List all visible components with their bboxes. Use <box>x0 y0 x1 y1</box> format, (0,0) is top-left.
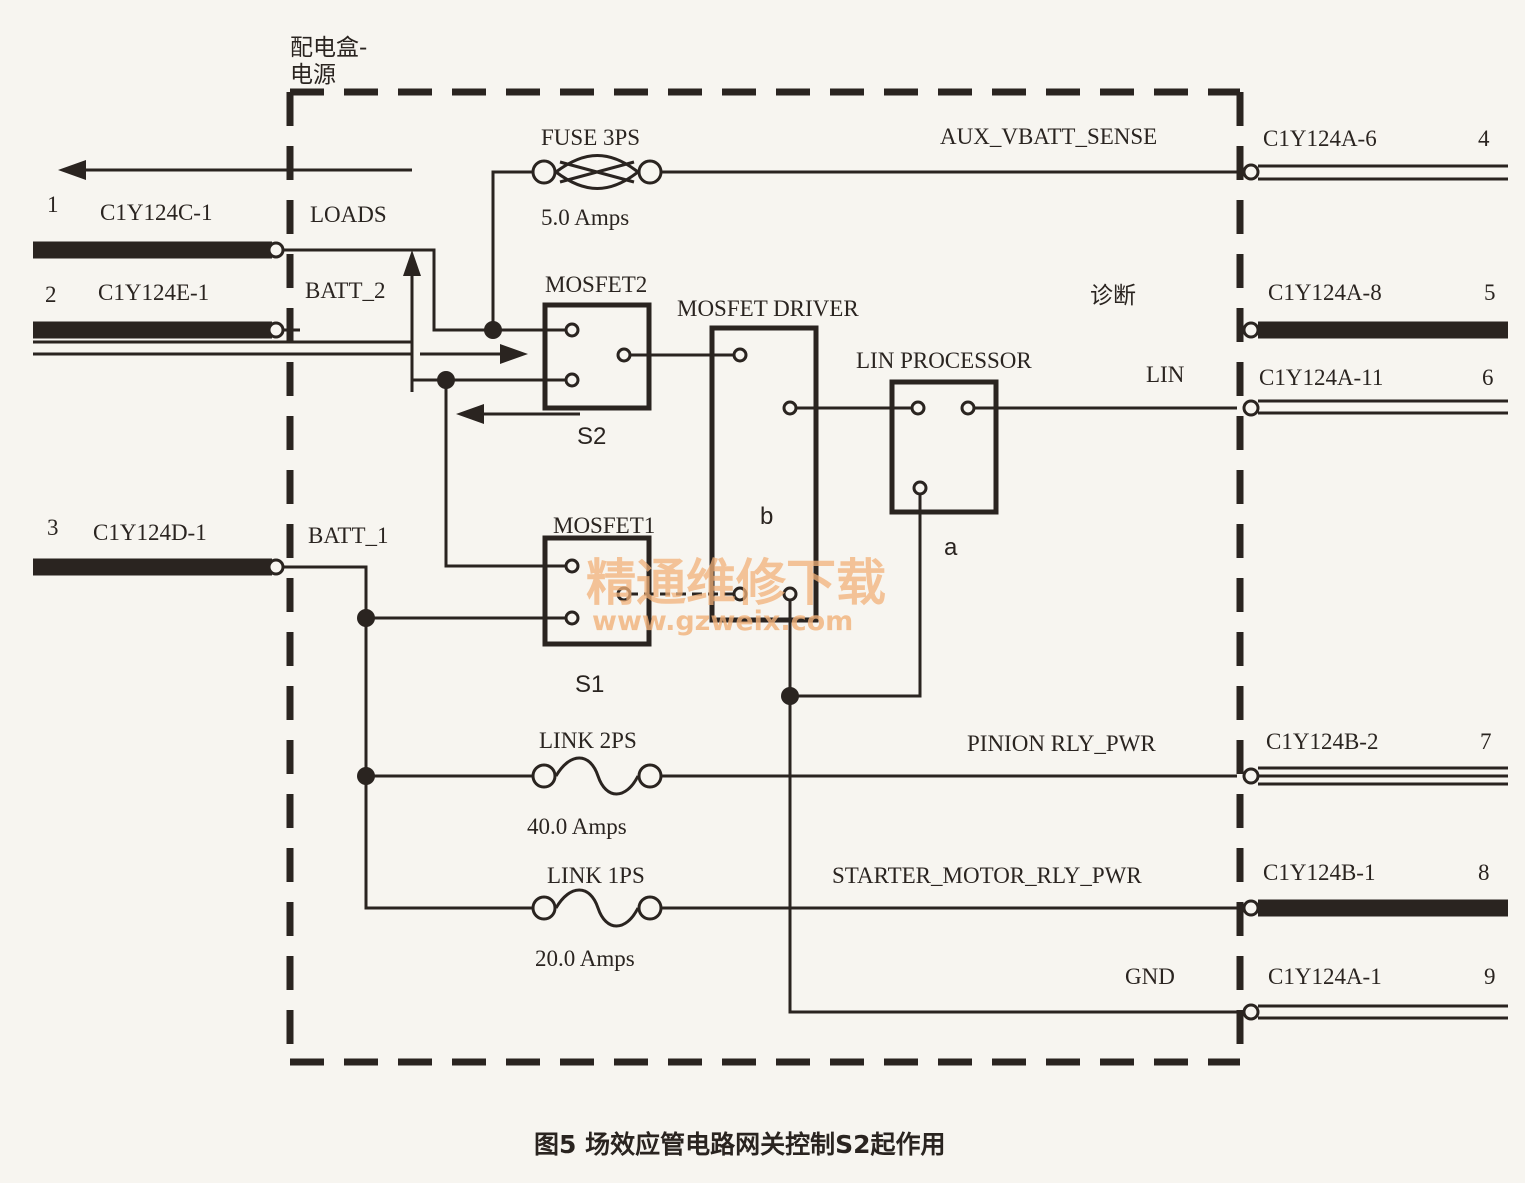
signal-lin: LIN <box>1146 362 1185 387</box>
connector-number-8: 8 <box>1478 860 1490 885</box>
link-2ps-rating: 40.0 Amps <box>527 814 627 839</box>
load-flow-arrow-left <box>58 160 412 180</box>
signal-gnd: GND <box>1125 964 1175 989</box>
switch-s2-label: S2 <box>577 423 606 450</box>
signal-starter-motor-rly-pwr: STARTER_MOTOR_RLY_PWR <box>832 863 1142 888</box>
pin-c1y124b-1 <box>1242 899 1260 917</box>
diagnostic-label: 诊断 <box>1090 283 1136 309</box>
pin-c1y124a-11 <box>1242 399 1260 417</box>
junction-batt1-mosfet1 <box>357 609 375 627</box>
current-flow-arrow-right <box>420 344 528 364</box>
signal-pinion-rly-pwr: PINION RLY_PWR <box>967 731 1156 756</box>
watermark-url: www.gzweix.com <box>592 606 853 637</box>
internal-wiring <box>283 170 1237 1014</box>
mosfet-driver-box <box>709 325 819 623</box>
connector-number-1: 1 <box>47 192 59 217</box>
pin-c1y124b-2 <box>1242 767 1260 785</box>
fuse-3ps-label: FUSE 3PS <box>541 125 640 150</box>
mosfet2-box <box>542 302 652 411</box>
connector-code-4: C1Y124A-6 <box>1263 126 1377 151</box>
connector-code-6: C1Y124A-11 <box>1259 365 1383 390</box>
lin-processor-box <box>889 379 999 515</box>
link-1ps-label: LINK 1PS <box>547 863 645 888</box>
current-flow-arrow-up <box>403 250 421 392</box>
junction-batt2 <box>437 371 455 389</box>
mosfet2-label: MOSFET2 <box>545 272 647 297</box>
fuse-3ps <box>531 154 663 190</box>
mosfet1-box <box>542 535 652 647</box>
switch-s1-label: S1 <box>575 671 604 698</box>
signal-aux-vbatt-sense: AUX_VBATT_SENSE <box>940 124 1157 149</box>
right-wires <box>1258 164 1508 1020</box>
pin-c1y124a-6 <box>1242 163 1260 181</box>
connector-number-5: 5 <box>1484 280 1496 305</box>
figure-caption: 图5 场效应管电路网关控制S2起作用 <box>534 1130 946 1159</box>
junction-ground <box>781 687 799 705</box>
signal-batt-1: BATT_1 <box>308 523 389 548</box>
pin-c1y124d-1 <box>267 558 285 576</box>
link-1ps <box>531 888 663 928</box>
pin-c1y124a-8 <box>1242 321 1260 339</box>
lin-node-a: a <box>944 534 958 561</box>
current-flow-arrow-back <box>456 404 580 424</box>
connector-code-1: C1Y124C-1 <box>100 200 212 225</box>
pin-c1y124c-1 <box>267 241 285 259</box>
connector-code-9: C1Y124A-1 <box>1268 964 1382 989</box>
pin-c1y124e-1 <box>267 321 285 339</box>
mosfet-driver-label: MOSFET DRIVER <box>677 296 859 321</box>
connector-number-2: 2 <box>45 282 57 307</box>
junction-fuse-branch <box>484 321 502 339</box>
left-wires <box>33 241 412 576</box>
pin-c1y124a-1 <box>1242 1003 1260 1021</box>
link-2ps <box>531 756 663 796</box>
fuse-3ps-rating: 5.0 Amps <box>541 205 629 230</box>
signal-batt-2: BATT_2 <box>305 278 386 303</box>
link-2ps-label: LINK 2PS <box>539 728 637 753</box>
connector-code-2: C1Y124E-1 <box>98 280 209 305</box>
lin-processor-label: LIN PROCESSOR <box>856 348 1032 373</box>
watermark-text: 精通维修下载 <box>586 554 886 612</box>
connector-number-6: 6 <box>1482 365 1494 390</box>
module-title-line2: 电源 <box>290 62 336 88</box>
connector-code-7: C1Y124B-2 <box>1266 729 1378 754</box>
connector-number-7: 7 <box>1480 729 1492 754</box>
module-title-line1: 配电盒- <box>290 35 367 61</box>
connector-number-4: 4 <box>1478 126 1490 151</box>
driver-node-b: b <box>760 503 773 530</box>
connector-code-8: C1Y124B-1 <box>1263 860 1375 885</box>
connector-number-3: 3 <box>47 515 59 540</box>
mosfet1-label: MOSFET1 <box>553 513 655 538</box>
connector-number-9: 9 <box>1484 964 1496 989</box>
connector-code-5: C1Y124A-8 <box>1268 280 1382 305</box>
junction-batt1-link2 <box>357 767 375 785</box>
connector-code-3: C1Y124D-1 <box>93 520 207 545</box>
link-1ps-rating: 20.0 Amps <box>535 946 635 971</box>
signal-loads: LOADS <box>310 202 387 227</box>
